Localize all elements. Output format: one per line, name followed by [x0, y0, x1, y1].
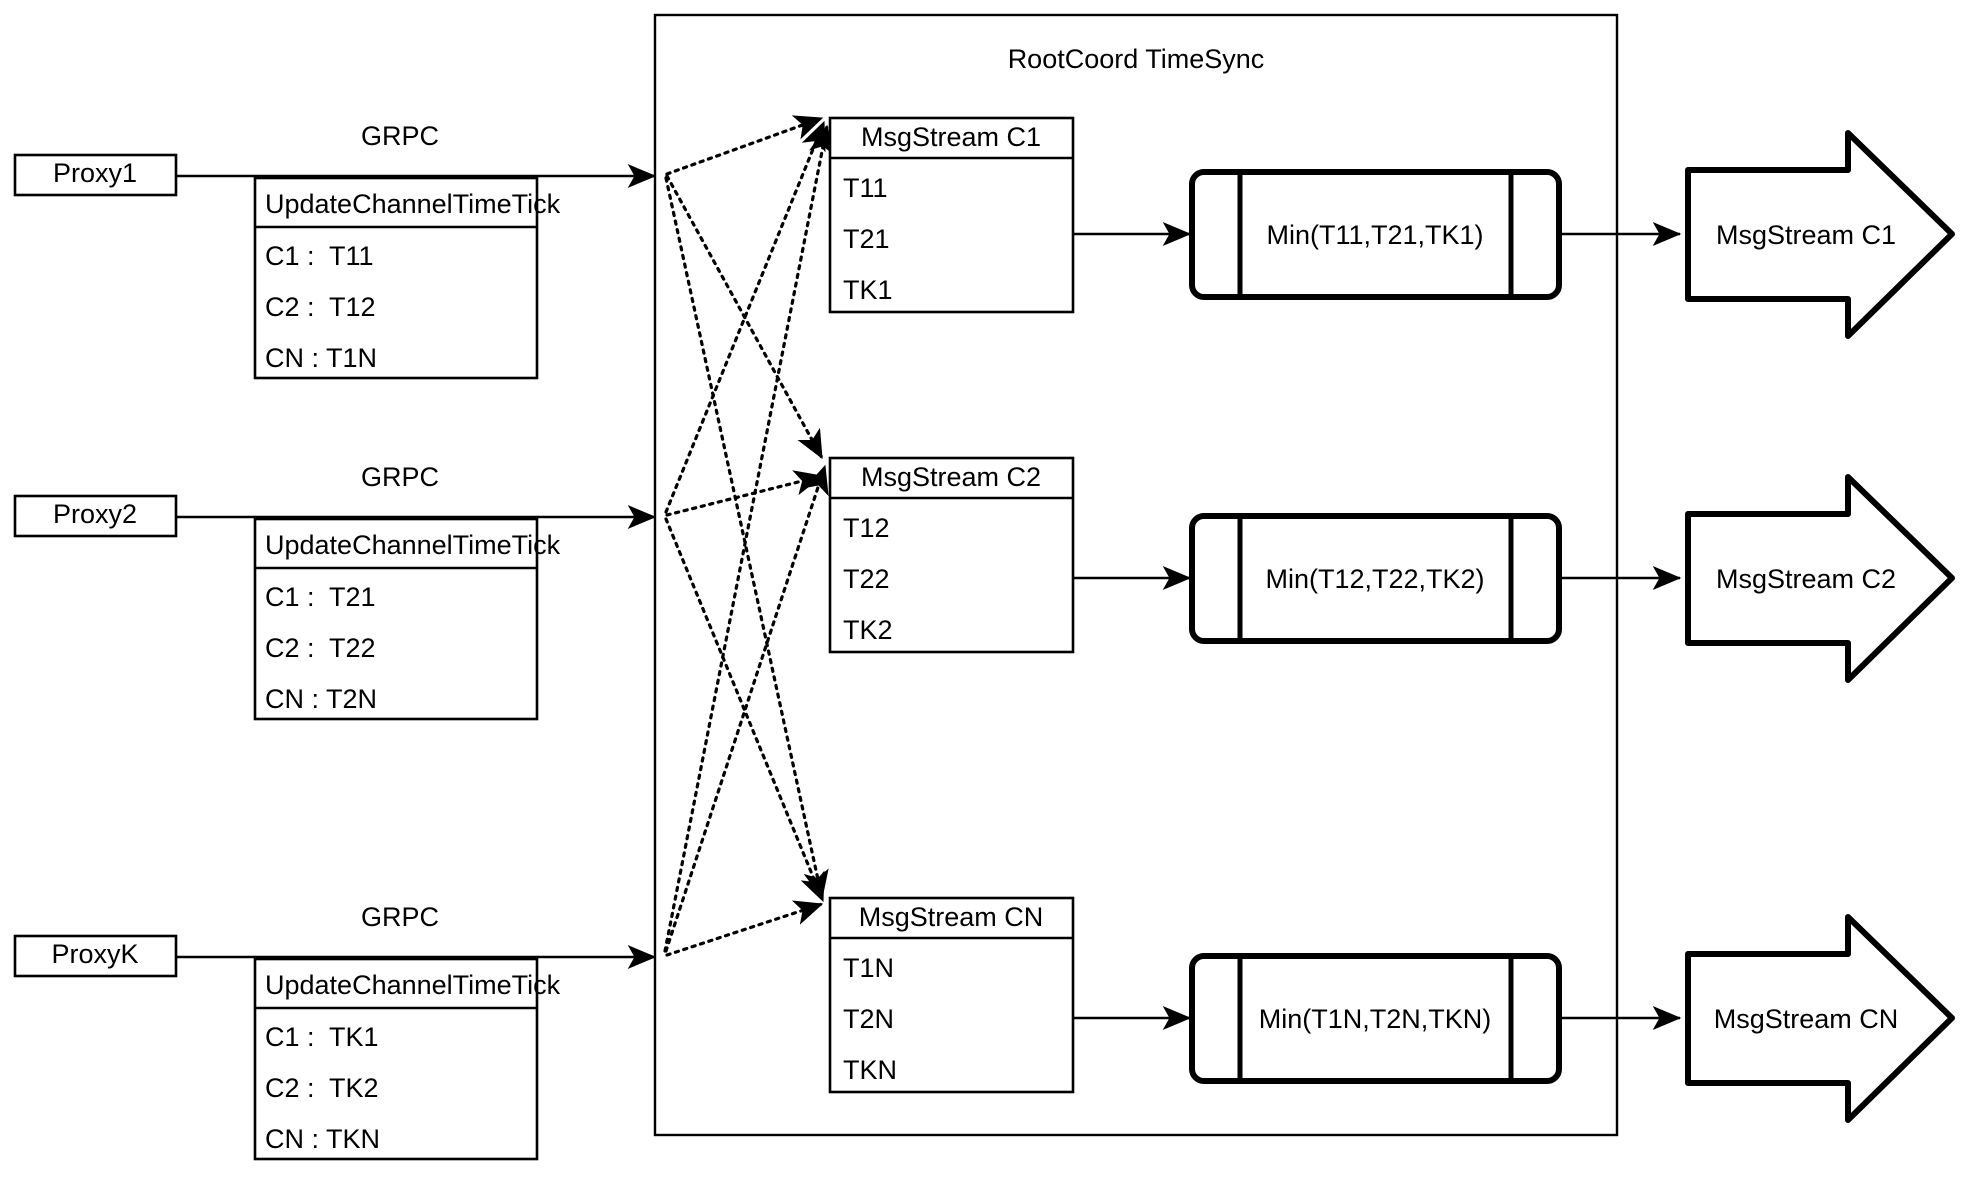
channel-group-1: MsgStream C1 T11 T21 TK1 Min(T11,T21,TK1…	[828, 116, 1955, 339]
proxy-group-3: ProxyK GRPC UpdateChannelTimeTick C1 : T…	[13, 902, 657, 1161]
timetick-table-2	[253, 517, 539, 721]
msgstream-box-1	[828, 116, 1075, 314]
output-arrow-label-3: MsgStream CN	[1714, 1004, 1899, 1034]
timetick-header-2: UpdateChannelTimeTick	[265, 530, 561, 560]
timetick-row-2-1: C2 : T22	[265, 633, 376, 663]
output-arrow-label-1: MsgStream C1	[1716, 220, 1896, 250]
channel-group-2: MsgStream C2 T12 T22 TK2 Min(T12,T22,TK2…	[828, 456, 1955, 683]
msgstream-header-2: MsgStream C2	[861, 462, 1041, 492]
msgstream-header-3: MsgStream CN	[859, 902, 1044, 932]
timetick-table-3	[253, 957, 539, 1161]
msgstream-header-1: MsgStream C1	[861, 122, 1041, 152]
output-arrow-label-2: MsgStream C2	[1716, 564, 1896, 594]
msgstream-row-3-1: T2N	[843, 1004, 894, 1034]
msgstream-box-3	[828, 896, 1075, 1094]
timetick-row-1-1: C2 : T12	[265, 292, 376, 322]
msgstream-row-1-0: T11	[843, 173, 888, 203]
fanout-p3-to-c1	[663, 124, 835, 953]
proxy-label-2: Proxy2	[53, 499, 137, 529]
msgstream-row-1-1: T21	[843, 224, 890, 254]
output-arrow-shape-3	[1685, 914, 1955, 1123]
timetick-row-3-0: C1 : TK1	[265, 1022, 379, 1052]
grpc-label-2: GRPC	[361, 462, 439, 492]
grpc-label-3: GRPC	[361, 902, 439, 932]
timetick-header-1: UpdateChannelTimeTick	[265, 189, 561, 219]
msgstream-row-3-0: T1N	[843, 953, 894, 983]
fanout-p2-to-c1	[664, 120, 826, 514]
msgstream-row-2-1: T22	[843, 564, 890, 594]
min-process-label-3: Min(T1N,T2N,TKN)	[1259, 1004, 1492, 1034]
timetick-fanout-connectors	[663, 115, 835, 957]
grpc-label-1: GRPC	[361, 121, 439, 151]
msgstream-row-2-2: TK2	[843, 615, 893, 645]
fanout-p1-to-cn	[664, 176, 829, 900]
fanout-p3-to-cn	[665, 900, 824, 957]
fanout-p2-to-cn	[664, 517, 825, 903]
timetick-row-2-2: CN : T2N	[265, 684, 377, 714]
proxy-group-1: Proxy1 GRPC UpdateChannelTimeTick C1 : T…	[13, 121, 657, 380]
proxy-label-3: ProxyK	[51, 939, 138, 969]
msgstream-row-3-2: TKN	[843, 1055, 897, 1085]
rootcoord-timesync-boundary	[653, 13, 1619, 1137]
proxy-box-1[interactable]	[13, 153, 178, 197]
min-process-label-1: Min(T11,T21,TK1)	[1266, 220, 1483, 250]
min-process-label-2: Min(T12,T22,TK2)	[1265, 564, 1484, 594]
output-arrow-shape-2	[1685, 474, 1955, 683]
timetick-row-2-0: C1 : T21	[265, 582, 376, 612]
timetick-row-1-2: CN : T1N	[265, 343, 377, 373]
channel-group-3: MsgStream CN T1N T2N TKN Min(T1N,T2N,TKN…	[828, 896, 1955, 1123]
timetick-row-1-0: C1 : T11	[265, 241, 374, 271]
proxy-group-2: Proxy2 GRPC UpdateChannelTimeTick C1 : T…	[13, 462, 657, 721]
msgstream-box-2	[828, 456, 1075, 654]
fanout-p1-to-c1	[665, 115, 824, 176]
proxy-box-2[interactable]	[13, 494, 178, 538]
timetick-row-3-2: CN : TKN	[265, 1124, 380, 1154]
timetick-table-1	[253, 176, 539, 380]
rootcoord-timesync-title: RootCoord TimeSync	[1008, 44, 1265, 74]
msgstream-row-1-2: TK1	[843, 275, 893, 305]
timetick-header-3: UpdateChannelTimeTick	[265, 970, 561, 1000]
output-arrow-shape-1	[1685, 130, 1955, 339]
msgstream-row-2-0: T12	[843, 513, 890, 543]
fanout-p3-to-c2	[664, 464, 829, 953]
proxy-label-1: Proxy1	[53, 158, 137, 188]
timetick-row-3-1: C2 : TK2	[265, 1073, 379, 1103]
fanout-p2-to-c2	[665, 470, 824, 517]
